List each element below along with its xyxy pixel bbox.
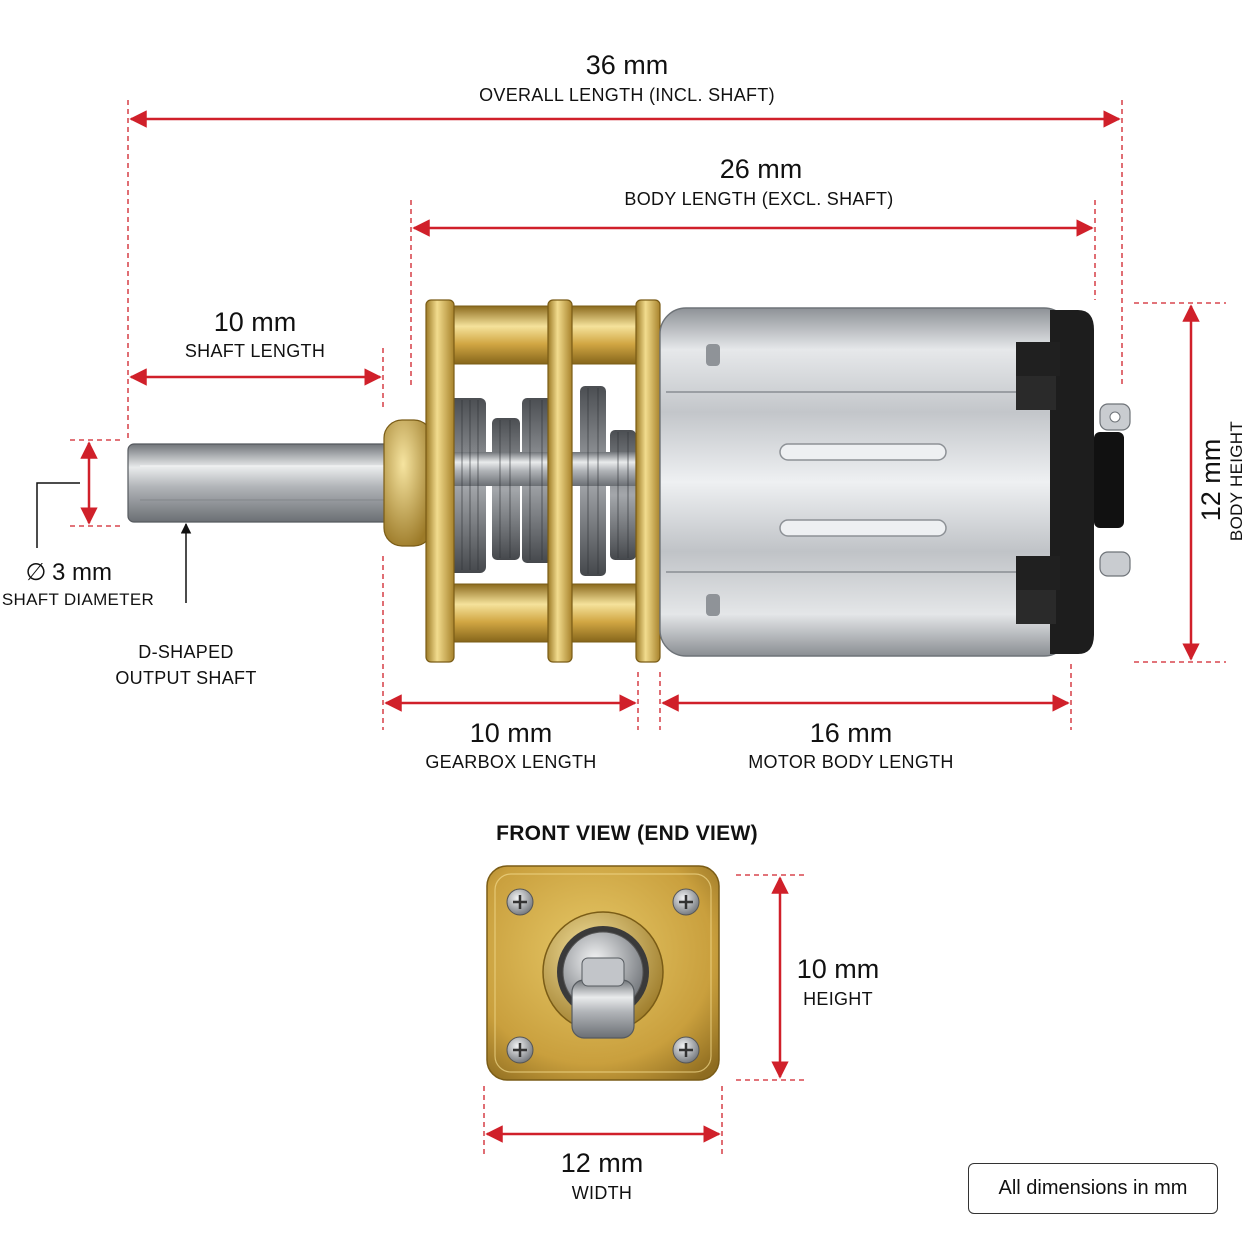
gearbox-plate: [547, 299, 573, 663]
shaft-diameter-label: SHAFT DIAMETER: [2, 590, 154, 609]
gearbox-length-label: GEARBOX LENGTH: [425, 752, 596, 772]
screw: [506, 1036, 534, 1064]
body-height-value: 12 mm: [1196, 439, 1226, 522]
screw: [672, 1036, 700, 1064]
shaft-length-label: SHAFT LENGTH: [185, 341, 325, 361]
output-shaft-label-2: OUTPUT SHAFT: [115, 668, 256, 688]
motor-can: [659, 307, 1071, 657]
screw: [506, 888, 534, 916]
shaft-end: [571, 979, 635, 1039]
output-shaft-label-1: D-SHAPED: [138, 642, 233, 662]
front-view-title: FRONT VIEW (END VIEW): [496, 822, 758, 845]
body-length-value: 26 mm: [720, 154, 803, 184]
front-width-value: 12 mm: [561, 1148, 644, 1178]
front-view: FRONT VIEW (END VIEW): [483, 822, 880, 1203]
gear-train: [448, 386, 638, 576]
overall-length-value: 36 mm: [586, 50, 669, 80]
diameter-leader: [36, 482, 80, 548]
terminal: [1099, 551, 1131, 577]
body-height-label: BODY HEIGHT: [1227, 421, 1246, 541]
overall-length-label: OVERALL LENGTH (INCL. SHAFT): [479, 85, 775, 105]
units-note: All dimensions in mm: [968, 1163, 1218, 1214]
front-height-value: 10 mm: [797, 954, 880, 984]
units-note-text: All dimensions in mm: [998, 1177, 1188, 1199]
gearbox-plate: [425, 299, 455, 663]
motor-side-view: [127, 299, 1131, 663]
dimension-labels: 36 mm OVERALL LENGTH (INCL. SHAFT) 26 mm…: [2, 50, 1246, 772]
gearbox-plate: [635, 299, 661, 663]
dimension-lines: [36, 100, 1226, 730]
shaft-length-value: 10 mm: [214, 307, 297, 337]
body-length-label: BODY LENGTH (EXCL. SHAFT): [624, 189, 893, 209]
screw: [672, 888, 700, 916]
front-height-label: HEIGHT: [803, 989, 873, 1009]
front-width-label: WIDTH: [572, 1183, 632, 1203]
gearbox-length-value: 10 mm: [470, 718, 553, 748]
diameter-symbol: ∅: [26, 559, 47, 586]
motor-body-length-label: MOTOR BODY LENGTH: [748, 752, 953, 772]
end-cap: [1050, 310, 1094, 654]
motor-body-length-value: 16 mm: [810, 718, 893, 748]
output-shaft: [127, 443, 391, 523]
shaft-diameter-value: 3 mm: [52, 559, 112, 586]
